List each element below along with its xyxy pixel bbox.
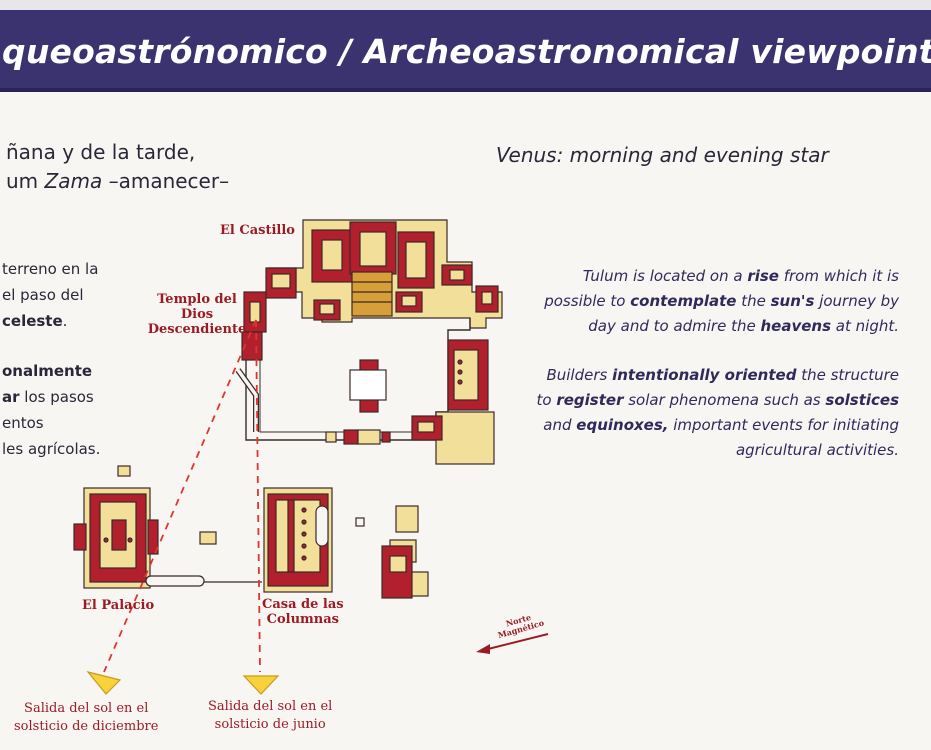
caption-june-solstice: Salida del sol en el solsticio de junio (208, 698, 332, 734)
text: solar phenomena such as (623, 391, 826, 409)
castillo-complex (265, 219, 503, 329)
bold-text: heavens (760, 317, 832, 335)
bold-text: equinoxes, (576, 416, 669, 434)
june-sun-arrow (242, 675, 280, 695)
spanish-body-bold: celeste (2, 312, 63, 330)
spanish-heading: ñana y de la tarde, um Zama –amanecer– (6, 138, 229, 196)
english-paragraph-2: Builders intentionally oriented the stru… (529, 363, 899, 463)
caption-december-solstice: Salida del sol en el solsticio de diciem… (14, 700, 158, 736)
casa-de-las-columnas (263, 487, 333, 593)
june-sight-line (255, 319, 261, 673)
text: journey by day and to admire the (588, 292, 899, 335)
title-banner: queoastrónomico / Archeoastronomical vie… (0, 10, 931, 92)
top-strip (0, 0, 931, 10)
spanish-body-text: . (62, 312, 68, 330)
text: at night. (831, 317, 899, 335)
spanish-body-text: los pasos (19, 388, 94, 406)
text: the (736, 292, 771, 310)
spanish-body-line: el paso del (2, 286, 84, 304)
spanish-body-bold: onalmente (2, 362, 93, 380)
spanish-heading-tail: –amanecer– (102, 169, 230, 193)
text: and (543, 416, 577, 434)
spanish-body-line: terreno en la (2, 260, 99, 278)
english-body: Tulum is located on a rise from which it… (529, 264, 899, 463)
caption-line: Salida del sol en el (24, 701, 149, 716)
label-el-castillo: El Castillo (220, 223, 295, 238)
caption-line: solsticio de diciembre (14, 719, 159, 734)
english-heading: Venus: morning and evening star (496, 143, 829, 167)
label-templo-dios-descendiente: Templo del Dios Descendiente (137, 292, 257, 337)
text: the structure to (536, 366, 899, 409)
spanish-heading-em: Zama (44, 169, 103, 193)
spanish-body-line: entos (2, 414, 44, 432)
bold-text: solstices (825, 391, 899, 409)
label-casa-de-las-columnas: Casa de las Columnas (262, 597, 344, 627)
caption-line: Salida del sol en el (208, 699, 333, 714)
bold-text: register (556, 391, 624, 409)
bold-text: rise (747, 267, 779, 285)
text: important events for initiating agricult… (668, 416, 899, 459)
spanish-heading-line-1: ñana y de la tarde, (6, 140, 196, 164)
spanish-body: terreno en la el paso del celeste. onalm… (2, 256, 132, 462)
spanish-body-bold: ar (2, 388, 20, 406)
north-arrow (483, 633, 549, 651)
bold-text: sun's (770, 292, 815, 310)
december-sun-arrow (86, 670, 122, 695)
text: from which it is possible to (544, 267, 899, 310)
bold-text: intentionally oriented (612, 366, 797, 384)
text: Builders (546, 366, 613, 384)
text: Tulum is located on a (582, 267, 748, 285)
label-el-palacio: El Palacio (82, 598, 155, 613)
spanish-body-line: celeste. (2, 308, 132, 334)
label-line: Templo del (157, 292, 237, 307)
label-line: Descendiente (147, 322, 247, 337)
spanish-heading-text: um (6, 169, 45, 193)
el-palacio (73, 465, 159, 589)
label-line: Dios (180, 307, 214, 322)
label-line: Columnas (266, 612, 339, 627)
english-paragraph-1: Tulum is located on a rise from which it… (529, 264, 899, 339)
spanish-body-line: les agrícolas. (2, 440, 101, 458)
label-line: Casa de las (262, 597, 344, 612)
spanish-body-line: onalmente (2, 358, 132, 384)
spanish-body-line: ar los pasos (2, 384, 132, 410)
spanish-heading-line-2: um Zama –amanecer– (6, 167, 229, 196)
banner-title: queoastrónomico / Archeoastronomical vie… (2, 32, 931, 71)
bold-text: contemplate (630, 292, 737, 310)
caption-line: solsticio de junio (214, 717, 326, 732)
